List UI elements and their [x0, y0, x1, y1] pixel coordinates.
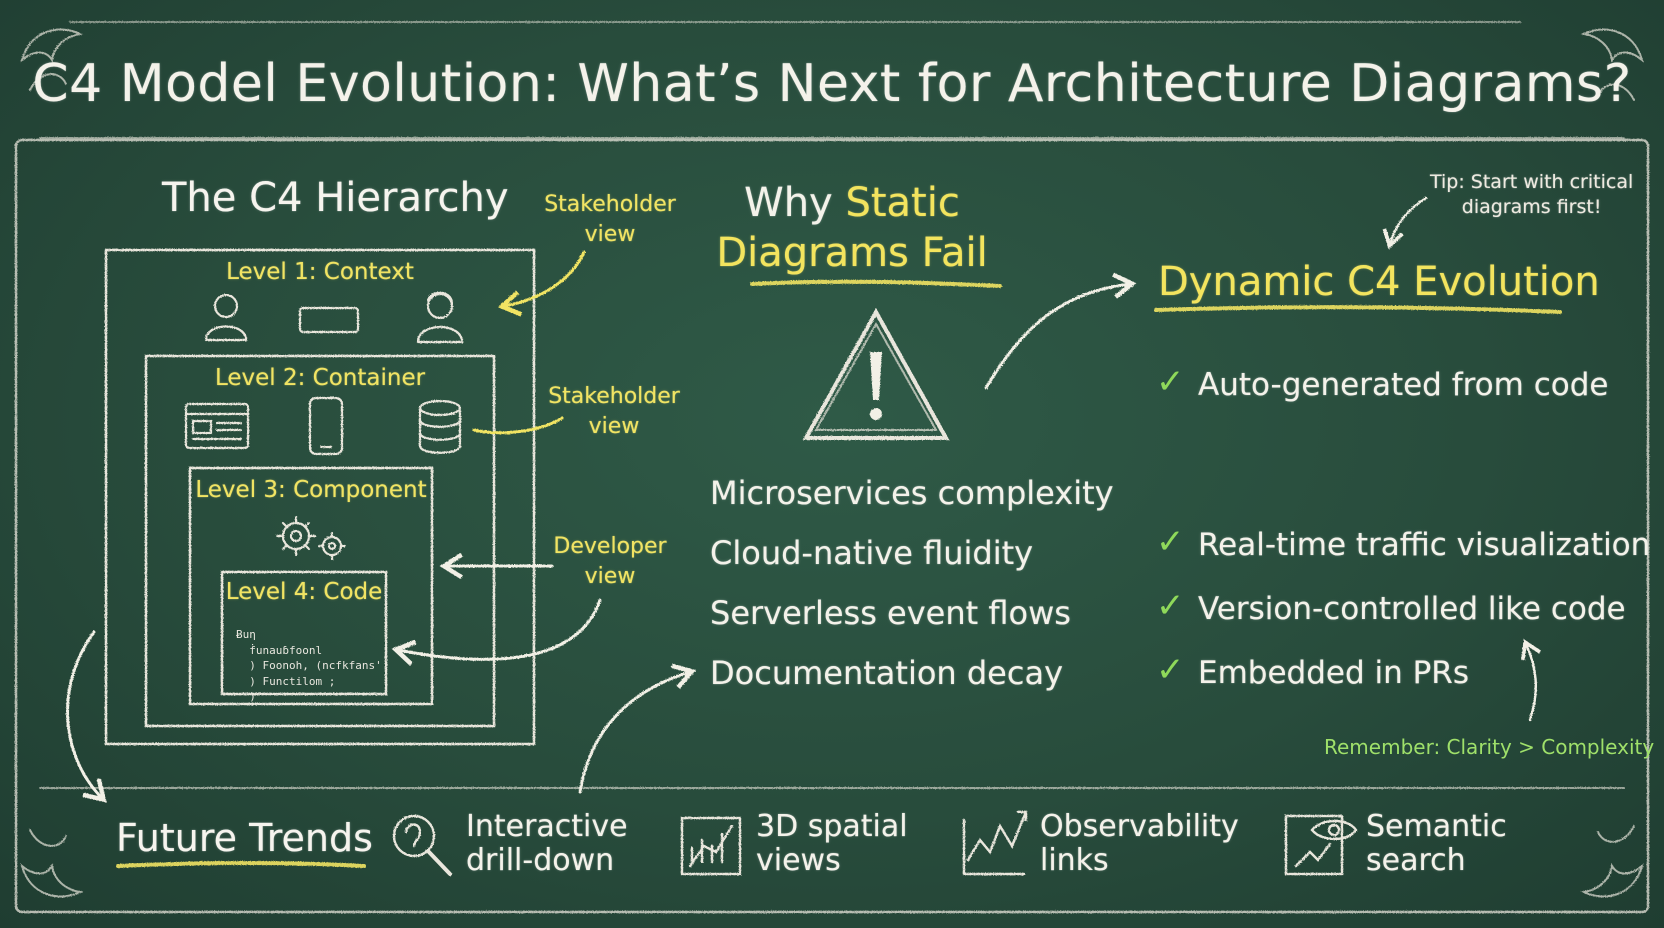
code-line: ) Functilom ; [236, 674, 336, 688]
arrow-tip [1382, 196, 1428, 250]
level-2-label: Level 2: Container [214, 365, 426, 391]
trend-line: 3D spatial [756, 809, 908, 844]
arrow-stakeholder-2 [472, 416, 564, 435]
tip-line: Tip: Start with critical [1430, 171, 1634, 193]
annotation-line: view [584, 221, 636, 247]
trend-line: search [1366, 842, 1466, 878]
why-heading-plain: Why [744, 180, 846, 226]
level-1-box [104, 248, 536, 746]
code-line: ) [236, 689, 256, 703]
mobile-icon [308, 396, 344, 456]
web-app-icon [184, 402, 250, 450]
arrow-static-to-dynamic [984, 272, 1137, 390]
dynamic-heading: Dynamic C4 Evolution [1158, 259, 1600, 305]
trend-line: drill-down [466, 842, 615, 878]
board-frame [14, 138, 1650, 914]
benefit-item: Auto-generated from code [1198, 367, 1609, 403]
future-underline [116, 861, 366, 868]
arrow-hierarchy-to-trends [66, 630, 107, 803]
trend-line: Semantic [1366, 809, 1507, 844]
annotation-line: view [584, 563, 636, 589]
page-title: C4 Model Evolution: What’s Next for Arch… [32, 54, 1632, 114]
why-heading-highlight: Diagrams Fail [716, 230, 988, 276]
level-4-label: Level 4: Code [225, 579, 383, 605]
code-snippet: Ƀuη ḟunauɓfoonl ) Foonoh, (ncfkfans' ) F… [236, 612, 382, 704]
why-underline [750, 279, 1002, 288]
problem-item: Cloud-native fluidity [710, 534, 1034, 572]
warning-exclamation [870, 352, 882, 400]
hierarchy-heading: The C4 Hierarchy [162, 175, 509, 221]
dynamic-underline [1154, 305, 1562, 314]
remember-note: Remember: Clarity > Complexity [1324, 735, 1655, 759]
level-4-box [220, 570, 388, 696]
check-icon: ✓ [1156, 362, 1185, 402]
problem-item: Microservices complexity [710, 474, 1114, 512]
magnifier-icon [392, 814, 452, 876]
trend-observability-links: Observability links [1040, 810, 1239, 877]
code-line: Ƀuη [236, 628, 256, 642]
trend-line: views [756, 842, 841, 878]
3d-chart-icon [680, 816, 742, 876]
annotation-line: Developer [553, 534, 667, 559]
trend-semantic-search: Semantic search [1366, 810, 1507, 877]
corner-flourish-top-right [1580, 28, 1644, 101]
level-3-label: Level 3: Component [195, 477, 427, 503]
database-icon [418, 399, 462, 454]
trend-interactive-drill-down: Interactive drill-down [466, 810, 628, 877]
corner-flourish-bottom-right [1580, 825, 1644, 898]
annotation-line: Stakeholder [548, 384, 680, 409]
trend-line: links [1040, 842, 1109, 878]
tip-line: diagrams first! [1461, 195, 1602, 218]
check-icon: ✓ [1156, 522, 1185, 562]
annotation-line: Stakeholder [544, 192, 676, 217]
arrow-trends-to-problems [578, 663, 697, 794]
problem-item: Documentation decay [710, 654, 1063, 692]
annotation-stakeholder-view-2: Stakeholder view [544, 382, 684, 441]
check-icon: ✓ [1156, 586, 1185, 626]
level-3-box [188, 466, 434, 706]
future-trends-heading: Future Trends [116, 816, 373, 860]
annotation-developer-view: Developer view [548, 532, 672, 591]
tip-note: Tip: Start with critical diagrams first! [1430, 170, 1633, 219]
eye-search-icon [1284, 814, 1358, 876]
corner-flourish-bottom-left [20, 829, 84, 898]
arrow-stakeholder-1 [497, 250, 586, 317]
code-line: ḟunauɓfoonl [236, 643, 323, 657]
arrow-remember [1521, 639, 1542, 722]
benefit-item: Embedded in PRs [1198, 655, 1469, 691]
trend-line: Interactive [466, 809, 628, 844]
gear-icon [275, 515, 347, 561]
benefit-item: Version-controlled like code [1198, 591, 1626, 627]
person-icon [204, 293, 248, 342]
benefit-item: Real-time traffic visualization [1198, 527, 1651, 563]
trend-3d-spatial-views: 3D spatial views [756, 810, 908, 877]
problem-item: Serverless event flows [710, 594, 1071, 632]
why-static-heading: Why Static Diagrams Fail [712, 178, 992, 278]
corner-flourish-top-left [20, 28, 84, 91]
level-1-label: Level 1: Context [226, 259, 414, 285]
check-icon: ✓ [1156, 650, 1185, 690]
trend-line: Observability [1040, 809, 1239, 844]
why-heading-highlight: Static [845, 180, 960, 226]
annotation-stakeholder-view-1: Stakeholder view [540, 190, 680, 249]
code-line: ) Foonoh, (ncfkfans' [236, 659, 382, 673]
system-icon [298, 306, 360, 334]
level-2-box [144, 354, 496, 728]
line-chart-icon [962, 810, 1028, 876]
warning-icon [802, 307, 950, 440]
arrow-developer-2 [391, 598, 602, 666]
user-icon [416, 291, 464, 344]
annotation-line: view [588, 413, 640, 439]
